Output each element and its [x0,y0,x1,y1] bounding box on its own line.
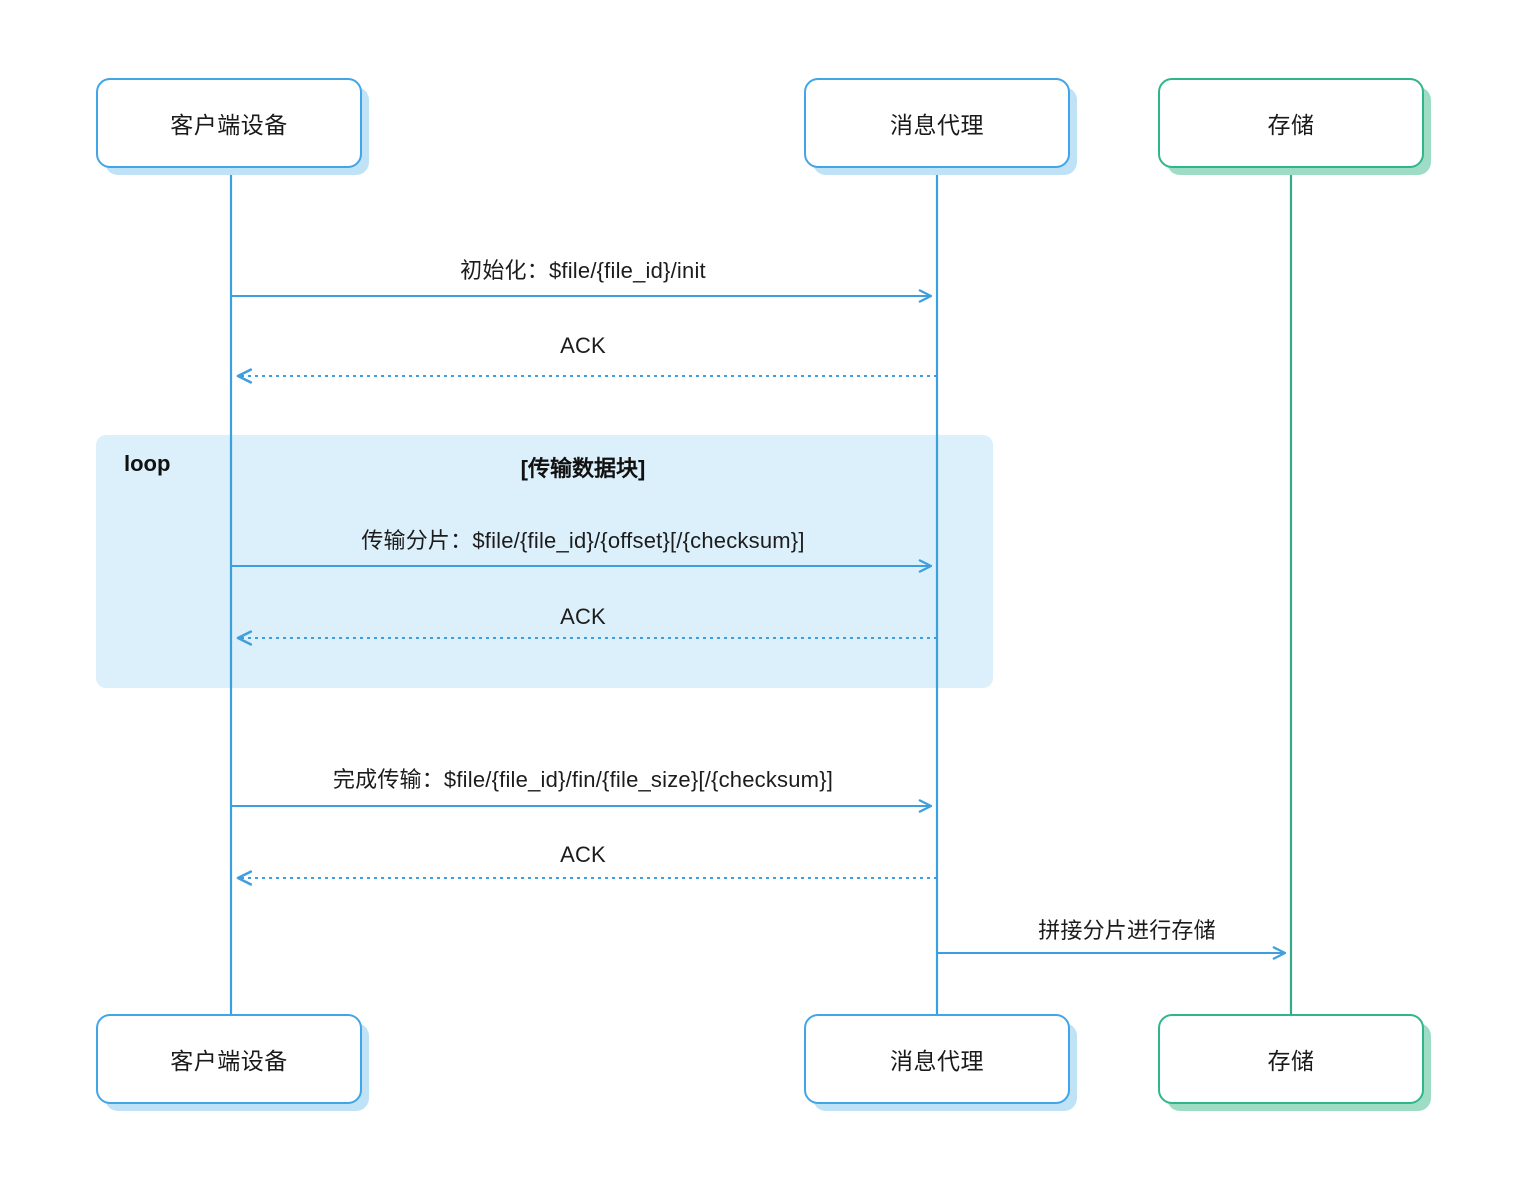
participant-top-storage[interactable]: 存储 [1158,78,1424,168]
message-label-store: 拼接分片进行存储 [1038,918,1216,943]
participant-label-client-bottom: 客户端设备 [170,1048,288,1074]
participant-bottom-storage[interactable]: 存储 [1158,1014,1424,1104]
loop-tag: loop [124,451,171,476]
participant-label-storage-bottom: 存储 [1267,1048,1315,1074]
participant-top-client[interactable]: 客户端设备 [96,78,362,168]
loop-block [96,435,993,688]
message-label-chunk: 传输分片：$file/{file_id}/{offset}[/{checksum… [361,528,805,553]
message-label-ack-3: ACK [560,842,606,867]
participant-label-client-top: 客户端设备 [170,112,288,138]
message-label-init: 初始化：$file/{file_id}/init [460,258,706,283]
loop-title: [传输数据块] [520,456,646,481]
participant-bottom-client[interactable]: 客户端设备 [96,1014,362,1104]
message-label-ack-2: ACK [560,604,606,629]
participant-bottom-broker[interactable]: 消息代理 [804,1014,1070,1104]
participant-label-broker-top: 消息代理 [890,112,984,138]
message-label-fin: 完成传输：$file/{file_id}/fin/{file_size}[/{c… [332,767,834,792]
participant-label-storage-top: 存储 [1267,112,1315,138]
participant-label-broker-bottom: 消息代理 [890,1048,984,1074]
message-label-ack-1: ACK [560,333,606,358]
participant-top-broker[interactable]: 消息代理 [804,78,1070,168]
